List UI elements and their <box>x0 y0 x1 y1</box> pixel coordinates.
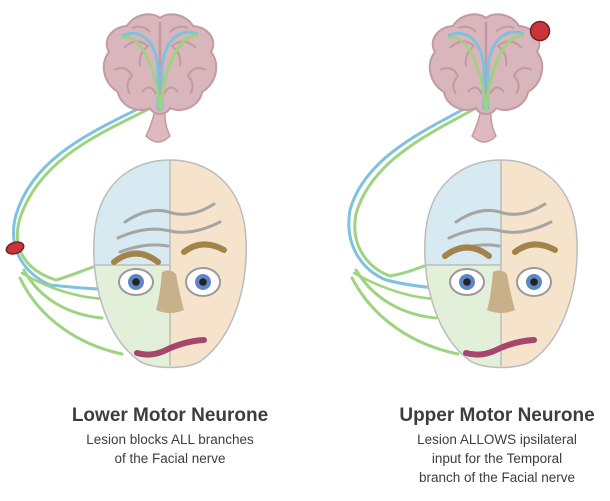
right-eyebrow <box>512 241 558 255</box>
mouth <box>134 337 207 358</box>
panel-title: Upper Motor Neurone <box>399 405 595 426</box>
panel-title: Lower Motor Neurone <box>71 405 269 426</box>
description-line: input for the Temporal <box>431 451 563 466</box>
lesion-marker-icon <box>5 241 25 255</box>
right-eye <box>185 267 221 297</box>
lower-motor-neurone-panel <box>5 12 250 375</box>
right-eye <box>516 267 552 297</box>
description-line: branch of the Facial nerve <box>418 470 576 485</box>
facial-nerve-lesion-diagram <box>5 12 610 400</box>
forehead-wrinkles <box>116 202 222 254</box>
description-line: of the Facial nerve <box>114 451 226 466</box>
face-icon <box>90 160 250 375</box>
left-eyebrow <box>442 244 492 259</box>
mouth <box>463 337 537 358</box>
nerve-paths-right <box>347 98 487 356</box>
upper-motor-neurone-panel <box>347 12 581 375</box>
upper-motor-neurone-caption: Upper Motor Neurone Lesion ALLOWS ipsila… <box>362 405 610 487</box>
left-eyebrow <box>111 250 161 265</box>
right-eyebrow <box>181 241 227 255</box>
description-line: Lesion ALLOWS ipsilateral <box>417 432 577 447</box>
description-line: Lesion blocks ALL branches <box>86 432 254 447</box>
face-icon <box>421 160 581 375</box>
nerve-paths-left <box>12 98 162 356</box>
lower-motor-neurone-caption: Lower Motor Neurone Lesion blocks ALL br… <box>35 405 305 468</box>
lesion-marker-icon <box>529 20 551 42</box>
left-eye <box>118 268 154 296</box>
left-eye <box>449 268 485 296</box>
